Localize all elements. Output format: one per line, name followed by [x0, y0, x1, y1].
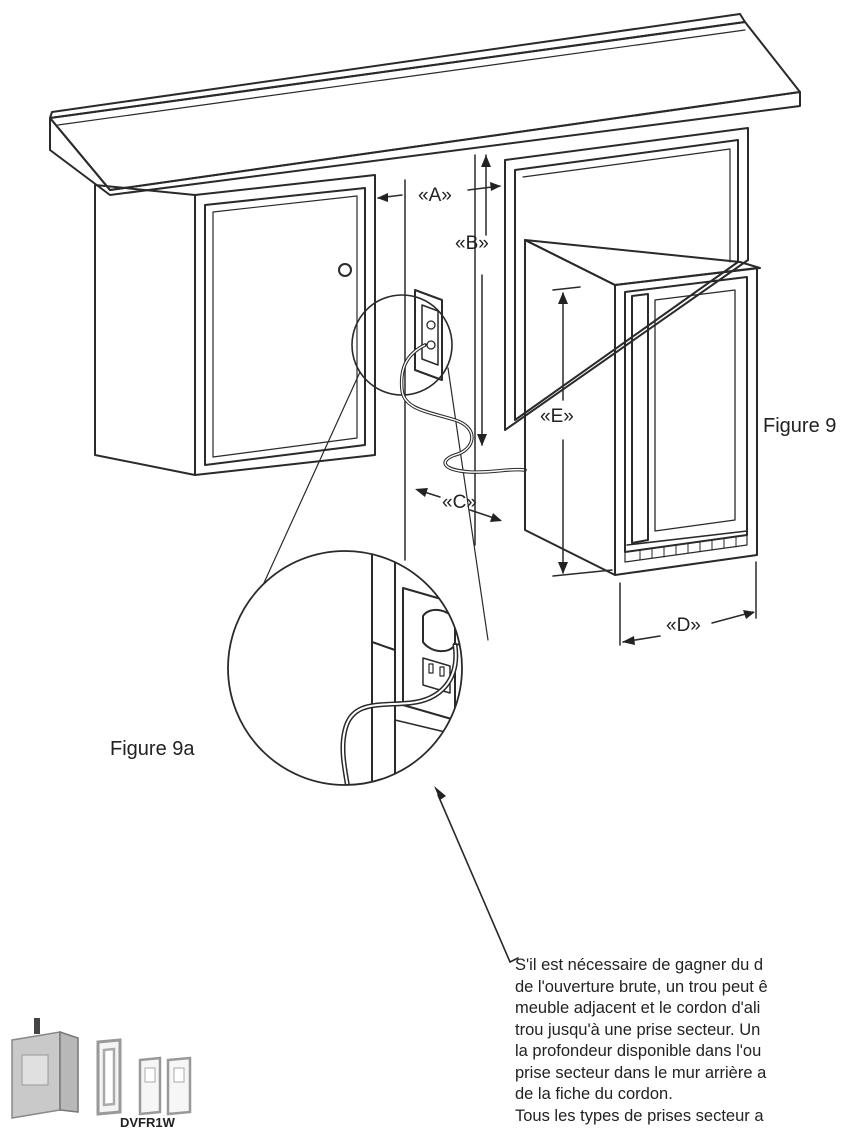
installation-note: S'il est nécessaire de gagner du d de l'…	[515, 955, 856, 1127]
wall-outlet	[414, 289, 443, 381]
note-line: Tous les types de prises secteur a	[515, 1106, 764, 1125]
dimension-label-b: «B»	[455, 233, 489, 254]
left-cabinet	[94, 174, 376, 476]
toe-kick-grille	[624, 534, 748, 563]
dimension-label-a: «A»	[418, 185, 452, 206]
figure-9-title: Figure 9	[763, 415, 836, 437]
detail-view	[227, 550, 463, 786]
callout-arrow	[434, 786, 519, 963]
figure-9a-title: Figure 9a	[110, 738, 195, 760]
dimension-label-c: «C»	[442, 492, 477, 513]
note-line: S'il est nécessaire de gagner du d	[515, 956, 764, 974]
countertop	[49, 13, 801, 196]
note-line: meuble adjacent et le cordon d'ali	[515, 999, 761, 1017]
dimension-lines	[377, 154, 757, 646]
product-model-label: DVFR1W	[120, 1115, 176, 1129]
note-line: de l'ouverture brute, un trou peut ê	[515, 977, 768, 996]
note-line: de la fiche du cordon.	[515, 1085, 673, 1103]
note-line: la profondeur disponible dans l'ou	[515, 1042, 762, 1060]
wine-cooler	[524, 239, 761, 576]
power-cord	[399, 343, 527, 474]
right-cabinet	[504, 127, 749, 431]
dimension-label-d: «D»	[666, 615, 701, 636]
dimension-label-e: «E»	[540, 406, 574, 427]
wall-opening	[404, 154, 476, 561]
note-line: trou jusqu'à une prise secteur. Un	[515, 1020, 761, 1039]
product-photo	[11, 1018, 192, 1119]
note-line: prise secteur dans le mur arrière a	[515, 1063, 767, 1082]
